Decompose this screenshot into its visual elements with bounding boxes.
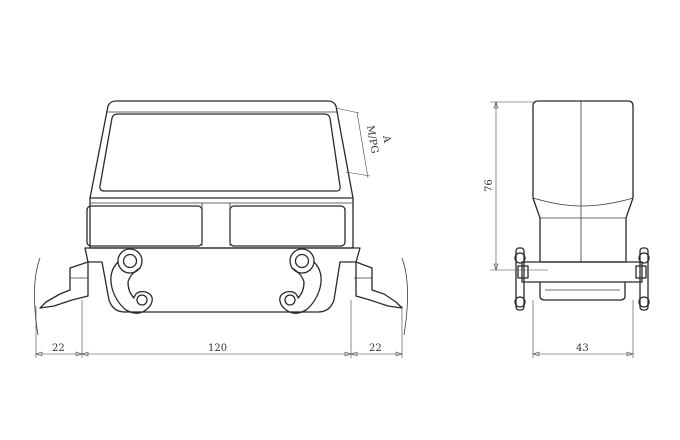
entry-dim-line bbox=[356, 111, 369, 179]
mount-arc-right bbox=[401, 257, 408, 336]
locking-lever-right bbox=[279, 248, 322, 314]
side-base-bottom bbox=[539, 281, 626, 301]
mount-arc-left bbox=[34, 257, 41, 336]
dim-text-width: 43 bbox=[576, 343, 589, 354]
entry-label: M/PG bbox=[364, 125, 380, 155]
dim-text-left-flange: 22 bbox=[52, 343, 65, 354]
hood-window bbox=[99, 113, 341, 192]
entry-marker: A bbox=[380, 134, 392, 145]
dim-text-height: 76 bbox=[484, 179, 495, 192]
base-housing bbox=[84, 247, 361, 313]
entry-extension-bottom bbox=[345, 171, 371, 177]
side-base bbox=[521, 261, 643, 283]
entry-extension-top bbox=[335, 107, 360, 114]
locking-lever-left bbox=[110, 248, 153, 314]
dim-text-right-flange: 22 bbox=[369, 343, 382, 354]
side-lever-right bbox=[638, 247, 650, 311]
hood-top-outline bbox=[89, 100, 354, 199]
front-panel-left bbox=[86, 205, 203, 247]
side-hood-outline bbox=[532, 100, 634, 263]
dim-text-center: 120 bbox=[208, 343, 227, 354]
front-view: M/PG A 22 120 22 bbox=[34, 100, 408, 358]
flange-left bbox=[39, 261, 89, 309]
side-view: 76 43 bbox=[484, 100, 650, 358]
side-lever-left bbox=[514, 247, 526, 311]
front-panel-right bbox=[229, 205, 346, 247]
flange-right bbox=[355, 261, 403, 309]
